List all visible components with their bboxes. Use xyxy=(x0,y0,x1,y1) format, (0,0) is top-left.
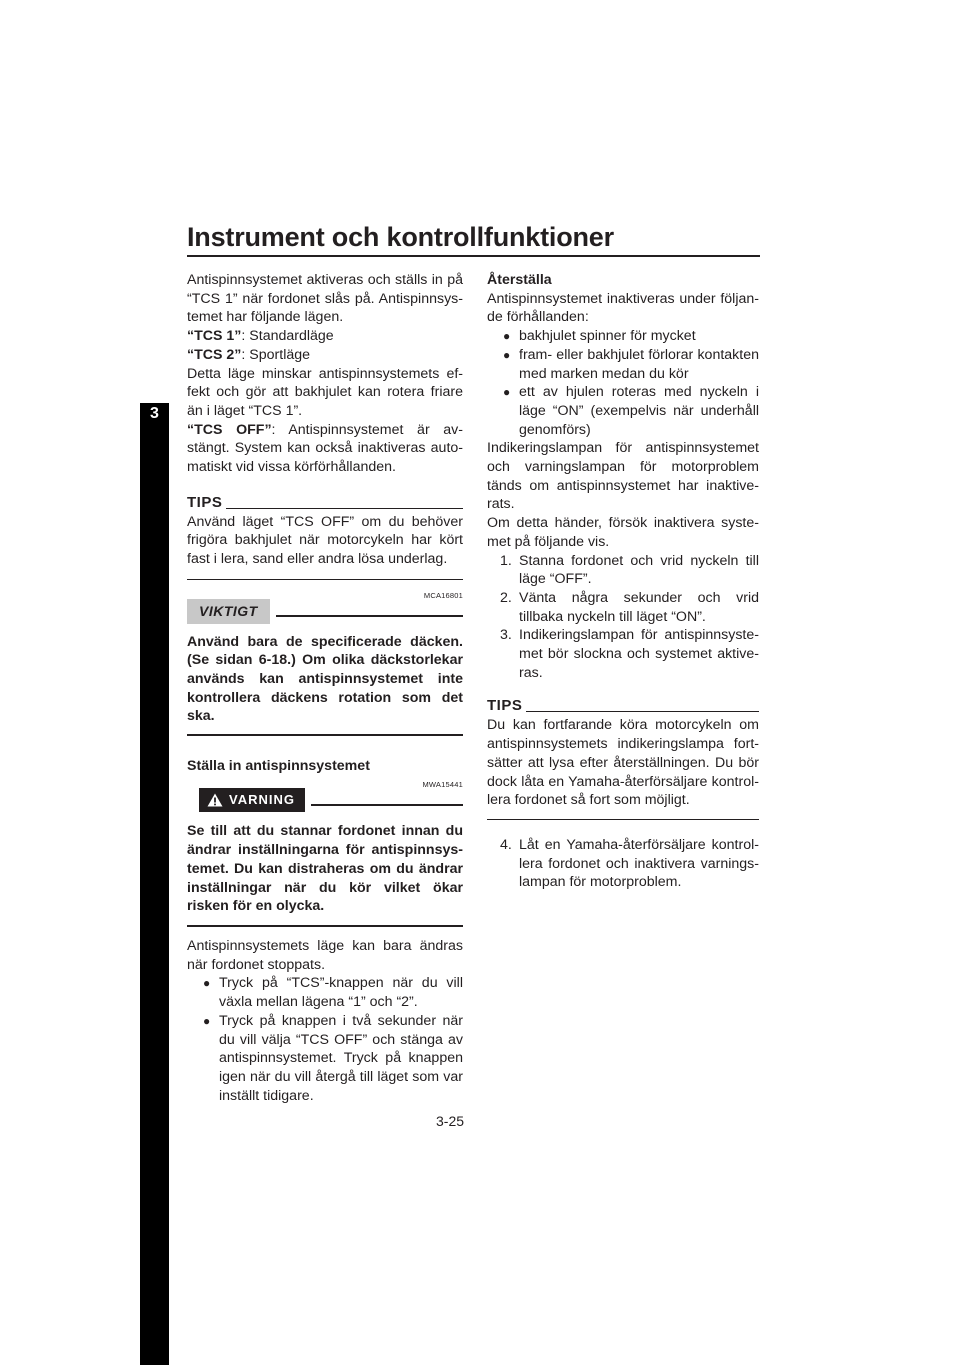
notice-rule xyxy=(275,615,463,618)
bullet-text: bakhjulet spinner för mycket xyxy=(519,328,696,345)
page-number: 3-25 xyxy=(436,1113,465,1129)
right-column: Återställa Antispinnsystemet inaktiveras… xyxy=(487,271,759,892)
notice-code: MCA16801 xyxy=(423,590,463,600)
mode-label: “TCS OFF” xyxy=(187,421,272,438)
list-item: ● Tryck på knappen i två sekunder när du… xyxy=(187,1012,463,1106)
section-heading: Återställa xyxy=(487,272,552,288)
step-text: Vänta några sekunder och vrid tillbaka n… xyxy=(519,589,759,625)
step-text: Låt en Yamaha-återförsäljare kontrol-ler… xyxy=(519,836,759,891)
step-item: 4. Låt en Yamaha-återförsäljare kontrol-… xyxy=(487,836,759,892)
mode-text: : Standardläge xyxy=(241,328,334,345)
list-item: ● bakhjulet spinner för mycket xyxy=(487,327,759,346)
list-item: ● ett av hjulen roteras med nyckeln i lä… xyxy=(487,383,759,439)
mode-label: “TCS 1” xyxy=(187,328,242,345)
intro-paragraph: Antispinnsystemet aktiveras och ställs i… xyxy=(187,272,463,326)
left-column: Antispinnsystemet aktiveras och ställs i… xyxy=(187,271,463,1105)
step-number: 4. xyxy=(500,836,512,853)
warning-code: MWA15441 xyxy=(422,779,463,789)
tips-text: Använd läget “TCS OFF” om du behöver fri… xyxy=(187,513,463,568)
mode2-description: Detta läge minskar antispinnsystemets ef… xyxy=(187,365,463,419)
warning-label: VARNING xyxy=(229,791,295,807)
intro-paragraph: Antispinnsystemet inaktiveras under följ… xyxy=(487,290,759,326)
mode-text: : Antispinnsystemet är av-stängt. System… xyxy=(187,421,463,476)
notice-text: Använd bara de specificerade däcken. (Se… xyxy=(187,633,463,725)
notice-label: VIKTIGT xyxy=(187,598,270,624)
mode-text: : Sportläge xyxy=(241,346,311,363)
after-warning-paragraph: Antispinnsystemets läge kan bara ändras … xyxy=(187,937,463,973)
mode-label: “TCS 2” xyxy=(187,346,242,363)
bullet-text: ett av hjulen roteras med nyckeln i läge… xyxy=(519,384,759,438)
bullet-text: fram- eller bakhjulet förlorar kontakten… xyxy=(519,346,759,382)
notice-end-rule xyxy=(187,734,463,737)
warning-text: Se till att du stannar fordonet innan du… xyxy=(187,823,463,915)
warning-triangle-icon xyxy=(207,793,223,807)
list-item: ● fram- eller bakhjulet förlorar kontakt… xyxy=(487,346,759,383)
tips-label: TIPS xyxy=(187,493,223,511)
bullet-icon: ● xyxy=(203,1013,211,1028)
bullet-icon: ● xyxy=(503,329,511,344)
tips-rule xyxy=(526,711,759,713)
header-rule xyxy=(187,255,760,257)
paragraph: Indikeringslampan för antispinnsystemet … xyxy=(487,440,759,513)
warning-box: VARNING xyxy=(199,787,305,813)
warning-rule xyxy=(310,804,463,807)
mode-tcs2: “TCS 2”: Sportläge xyxy=(187,346,463,365)
notice-heading: VIKTIGT xyxy=(187,598,463,624)
tips-text: Du kan fortfarande köra motorcykeln om a… xyxy=(487,717,759,809)
step-item: 3. Indikeringslampan för antispinnsyste-… xyxy=(487,626,759,682)
tips-heading: TIPS xyxy=(487,698,759,714)
warning-end-rule xyxy=(187,924,463,927)
bullet-text: Tryck på knappen i två sekunder när du v… xyxy=(219,1012,463,1104)
mode-tcs-off: “TCS OFF”: Antispinnsystemet är av-stäng… xyxy=(187,421,463,477)
step-text: Indikeringslampan för antispinnsyste-met… xyxy=(519,627,759,681)
step-number: 2. xyxy=(500,589,512,606)
warning-heading: VARNING xyxy=(187,787,463,813)
tips-end-rule xyxy=(487,818,759,820)
mode-tcs1: “TCS 1”: Standardläge xyxy=(187,327,463,346)
bullet-icon: ● xyxy=(203,976,211,991)
paragraph: Om detta händer, försök inaktivera syste… xyxy=(487,515,759,550)
step-number: 3. xyxy=(500,627,512,644)
step-item: 1. Stanna fordonet och vrid nyckeln till… xyxy=(487,552,759,589)
tips-rule xyxy=(226,507,463,509)
bullet-icon: ● xyxy=(503,385,511,400)
bullet-icon: ● xyxy=(503,347,511,362)
list-item: ● Tryck på “TCS”-knappen när du vill väx… xyxy=(187,974,463,1011)
chapter-number: 3 xyxy=(150,405,159,422)
step-text: Stanna fordonet och vrid nyckeln till lä… xyxy=(519,552,759,588)
chapter-tab: 3 xyxy=(140,403,169,1365)
tips-end-rule xyxy=(187,578,463,580)
section-subheading: Ställa in antispinnsystemet xyxy=(187,758,370,775)
tips-heading: TIPS xyxy=(187,493,463,511)
tips-label: TIPS xyxy=(487,697,523,715)
page-title: Instrument och kontrollfunktioner xyxy=(187,222,614,252)
step-number: 1. xyxy=(500,552,512,569)
bullet-text: Tryck på “TCS”-knappen när du vill växla… xyxy=(219,975,463,1011)
step-item: 2. Vänta några sekunder och vrid tillbak… xyxy=(487,589,759,626)
